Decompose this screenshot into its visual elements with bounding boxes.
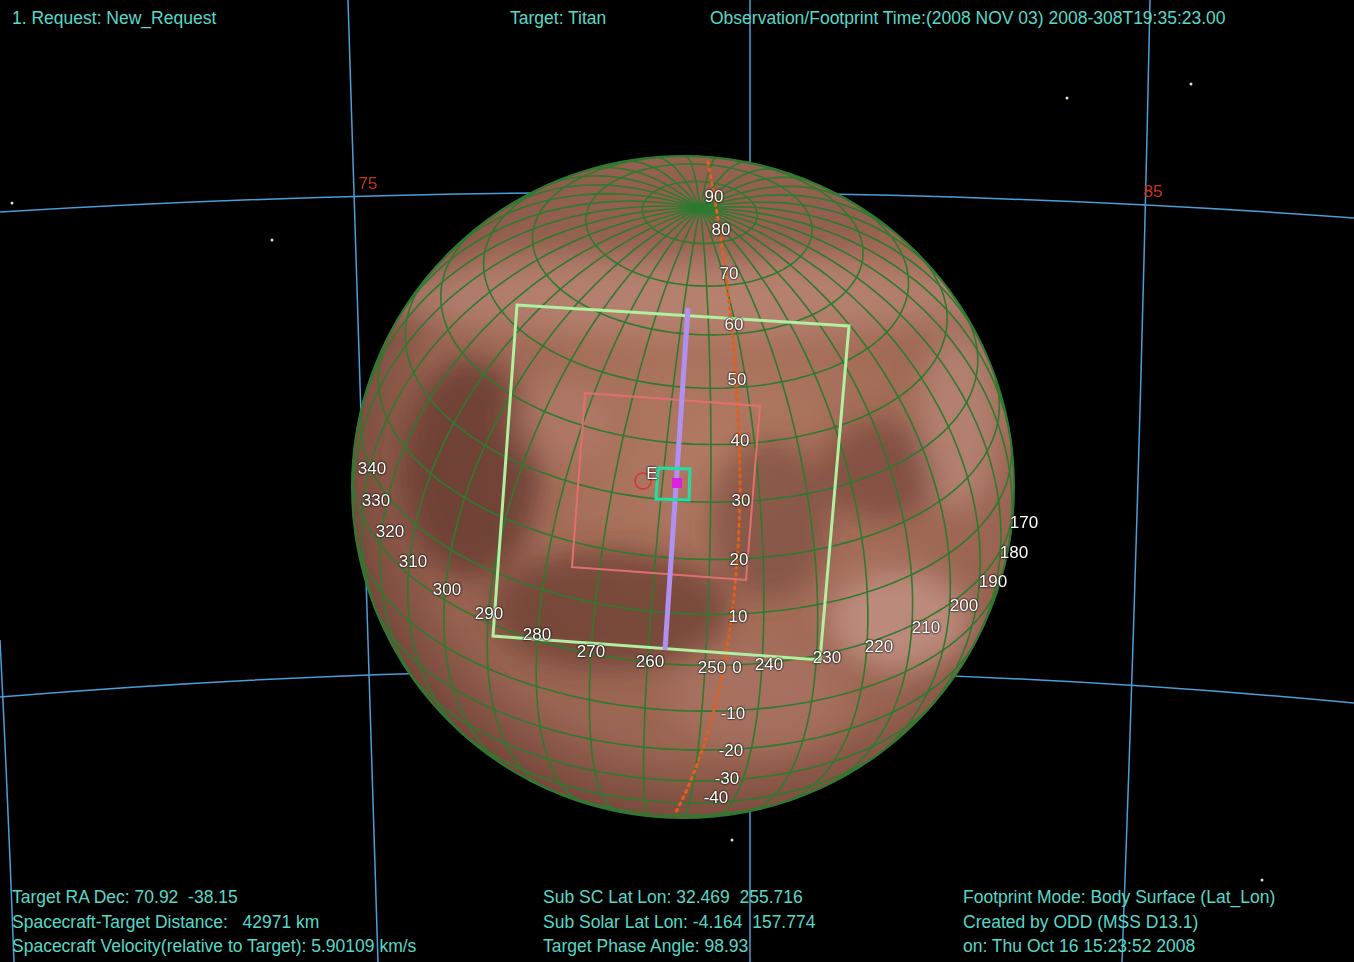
longitude-label: 180 (1000, 544, 1028, 563)
grid-line (434, 194, 700, 779)
observation-time: Observation/Footprint Time:(2008 NOV 03)… (710, 9, 1226, 28)
lat-lon-grid (333, 137, 1034, 837)
longitude-label: 270 (577, 643, 605, 662)
grid-line (663, 208, 843, 815)
latitude-label: 70 (720, 265, 739, 284)
latitude-label: 50 (728, 371, 747, 390)
latitude-label: 90 (705, 188, 724, 207)
latitude-label: 10 (729, 608, 748, 627)
grid-line (365, 603, 975, 767)
info-text: Target Phase Angle: 98.93 (543, 937, 748, 956)
grid-line (620, 161, 703, 208)
grid-line (663, 208, 733, 819)
longitude-label: 240 (755, 656, 783, 675)
grid-line (351, 188, 700, 543)
longitude-label: 290 (475, 605, 503, 624)
ra-grid-label: 85 (1144, 183, 1163, 202)
info-text: Target RA Dec: 70.92 -38.15 (12, 888, 238, 907)
info-text: Sub Solar Lat Lon: -4.164 157.774 (543, 913, 815, 932)
info-text: Sub SC Lat Lon: 32.469 255.716 (543, 888, 803, 907)
latitude-label: -20 (719, 742, 744, 761)
latitude-label: -30 (715, 770, 740, 789)
longitude-label: 260 (636, 653, 664, 672)
footprints (493, 162, 849, 812)
grid-line (664, 208, 893, 805)
grid-line (399, 667, 935, 796)
grid-line (527, 147, 868, 345)
latitude-label: -10 (721, 705, 746, 724)
limb (352, 156, 1014, 818)
titan-surface (352, 156, 1020, 818)
ra-grid-label: 75 (359, 175, 378, 194)
longitude-label: 200 (950, 597, 978, 616)
grid-line (663, 208, 790, 819)
grid-line (528, 200, 700, 808)
latitude-label: 0 (732, 659, 741, 678)
grid-line (372, 190, 700, 707)
longitude-label: 230 (813, 649, 841, 668)
grid-line (665, 208, 936, 788)
longitude-label: 220 (865, 638, 893, 657)
info-text: Footprint Mode: Body Surface (Lat_Lon) (963, 888, 1275, 907)
longitude-label: 340 (358, 460, 386, 479)
longitude-label: 210 (912, 619, 940, 638)
latitude-label: 60 (725, 316, 744, 335)
grid-line (356, 189, 700, 636)
longitude-label: 300 (433, 581, 461, 600)
latitude-label: -40 (704, 789, 729, 808)
latitude-label: 80 (712, 221, 731, 240)
latitude-label: 20 (730, 551, 749, 570)
grid-line (478, 197, 700, 797)
grid-line (342, 468, 1013, 685)
grid-line (581, 166, 702, 208)
longitude-label: 190 (979, 573, 1007, 592)
target-name: Target: Titan (510, 9, 606, 28)
info-text: on: Thu Oct 16 15:23:52 2008 (963, 937, 1195, 956)
grid-line (683, 156, 704, 208)
grid-line (667, 208, 973, 759)
longitude-label: 320 (376, 523, 404, 542)
latitude-label: 30 (732, 492, 751, 511)
grid-line (670, 208, 1001, 715)
request-name: 1. Request: New_Request (12, 9, 216, 28)
longitude-label: 330 (362, 492, 390, 511)
longitude-label: 280 (523, 626, 551, 645)
longitude-label: 170 (1010, 514, 1038, 533)
info-text: Spacecraft Velocity(relative to Target):… (12, 937, 416, 956)
info-text: Created by ODD (MSS D13.1) (963, 913, 1198, 932)
latitude-label: 40 (731, 432, 750, 451)
longitude-label: 310 (399, 553, 427, 572)
grid-line (453, 726, 881, 815)
marker-letter: E (646, 465, 657, 484)
longitude-label: 250 (698, 659, 726, 678)
grid-line (399, 192, 700, 751)
grid-line (581, 203, 700, 814)
grid-line (638, 207, 700, 817)
info-text: Spacecraft-Target Distance: 42971 km (12, 913, 319, 932)
